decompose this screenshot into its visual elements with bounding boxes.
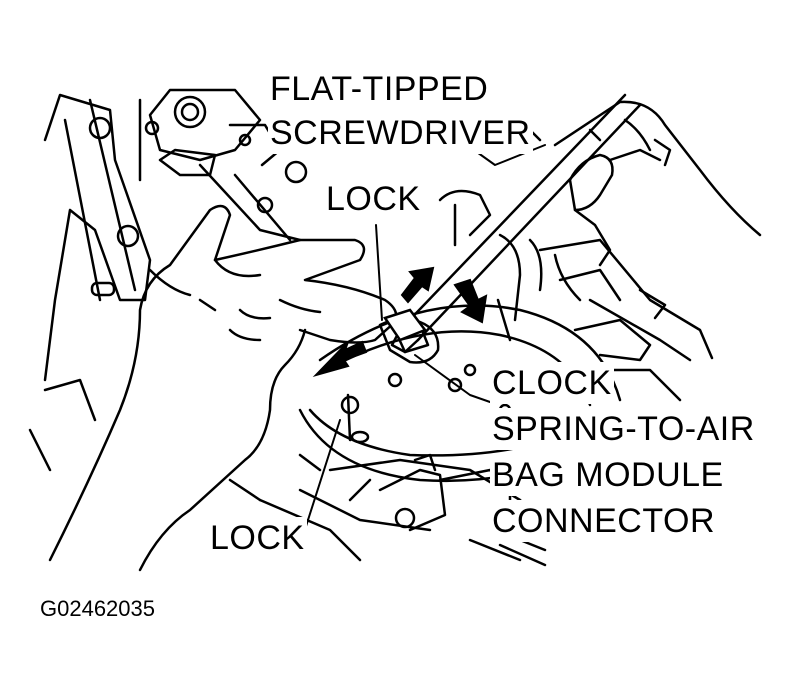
upper-mounting-plate <box>144 88 308 242</box>
connector-label-line2: SPRING-TO-AIR <box>490 408 757 450</box>
figure-id: G02462035 <box>40 596 155 621</box>
lock-label-top: LOCK <box>324 178 423 220</box>
screwdriver-label-line2: SCREWDRIVER <box>268 112 533 154</box>
down-right-arrow <box>453 278 488 324</box>
lock-label-bottom: LOCK <box>208 517 307 559</box>
lock-tab <box>383 308 427 342</box>
screwdriver-label-line1: FLAT-TIPPED <box>268 68 491 110</box>
connector-label-line3: BAG MODULE <box>490 454 726 496</box>
left-arrow <box>312 340 368 377</box>
left-bracket-assembly <box>28 93 152 472</box>
left-hand-illustration <box>48 204 398 572</box>
right-hand-illustration <box>553 100 762 267</box>
screwdriver <box>390 93 642 354</box>
direction-arrows <box>312 266 488 377</box>
connector-label-line1: CLOCK <box>490 362 614 404</box>
connector-label-line4: CONNECTOR <box>490 500 717 542</box>
up-arrow <box>400 266 435 304</box>
right-component-cluster <box>438 118 714 402</box>
